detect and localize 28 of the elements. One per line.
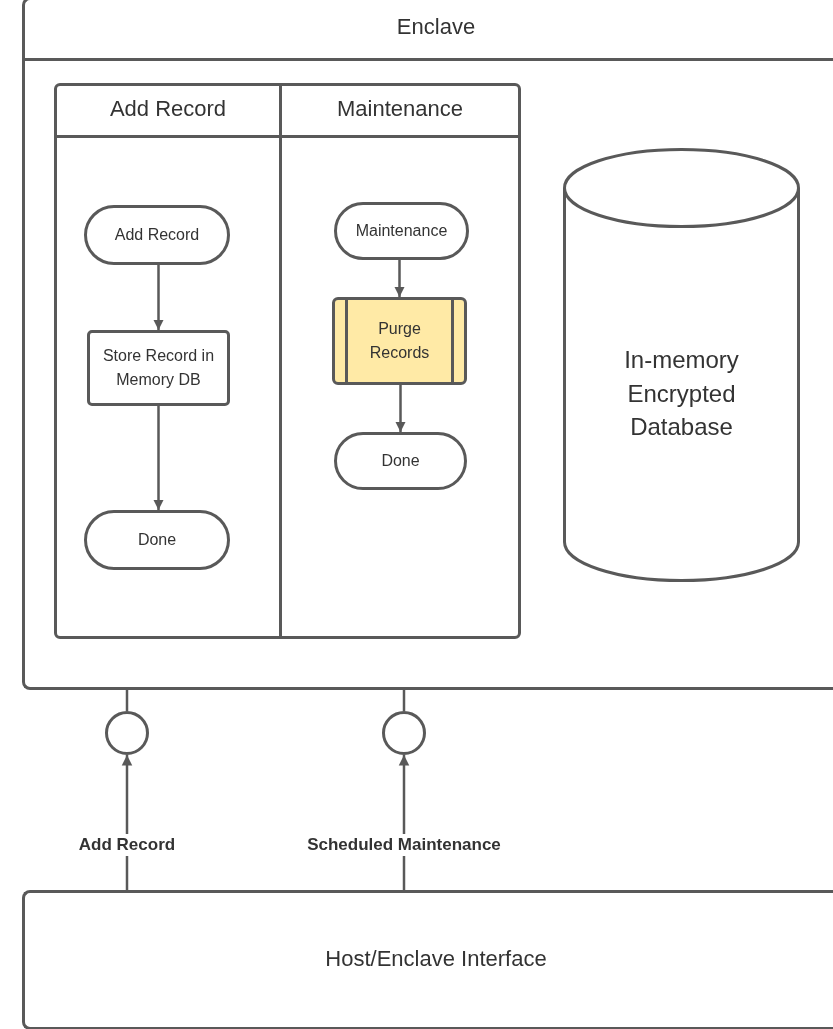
interface-circle (105, 711, 149, 755)
process-box (87, 330, 230, 406)
node-label: Store Record in Memory DB (101, 346, 216, 390)
interface-circle (382, 711, 426, 755)
arrow (395, 385, 406, 432)
node-label: In-memory Encrypted Database (623, 345, 740, 443)
node-label: Maintenance (354, 221, 449, 241)
edge-label: Scheduled Maintenance (305, 833, 503, 856)
subprocess-box (332, 297, 467, 385)
node-label: Done (380, 451, 421, 471)
arrow (394, 260, 405, 297)
arrow (153, 265, 164, 330)
terminator-shape (84, 510, 230, 570)
arrow (153, 406, 164, 510)
container-box (22, 890, 833, 1029)
terminator-shape (334, 432, 467, 490)
container-title: Enclave (395, 14, 477, 41)
node-label: Done (136, 530, 178, 550)
swimlane (54, 83, 282, 639)
lane-header: Add Record (108, 96, 228, 123)
node-label: Add Record (113, 225, 201, 245)
container-title: Host/Enclave Interface (324, 946, 548, 973)
terminator-shape (334, 202, 469, 260)
lane-header: Maintenance (336, 96, 464, 123)
swimlane (279, 83, 521, 639)
node-label: Purge Records (368, 319, 431, 363)
container-box (22, 0, 833, 690)
terminator-shape (84, 205, 230, 265)
